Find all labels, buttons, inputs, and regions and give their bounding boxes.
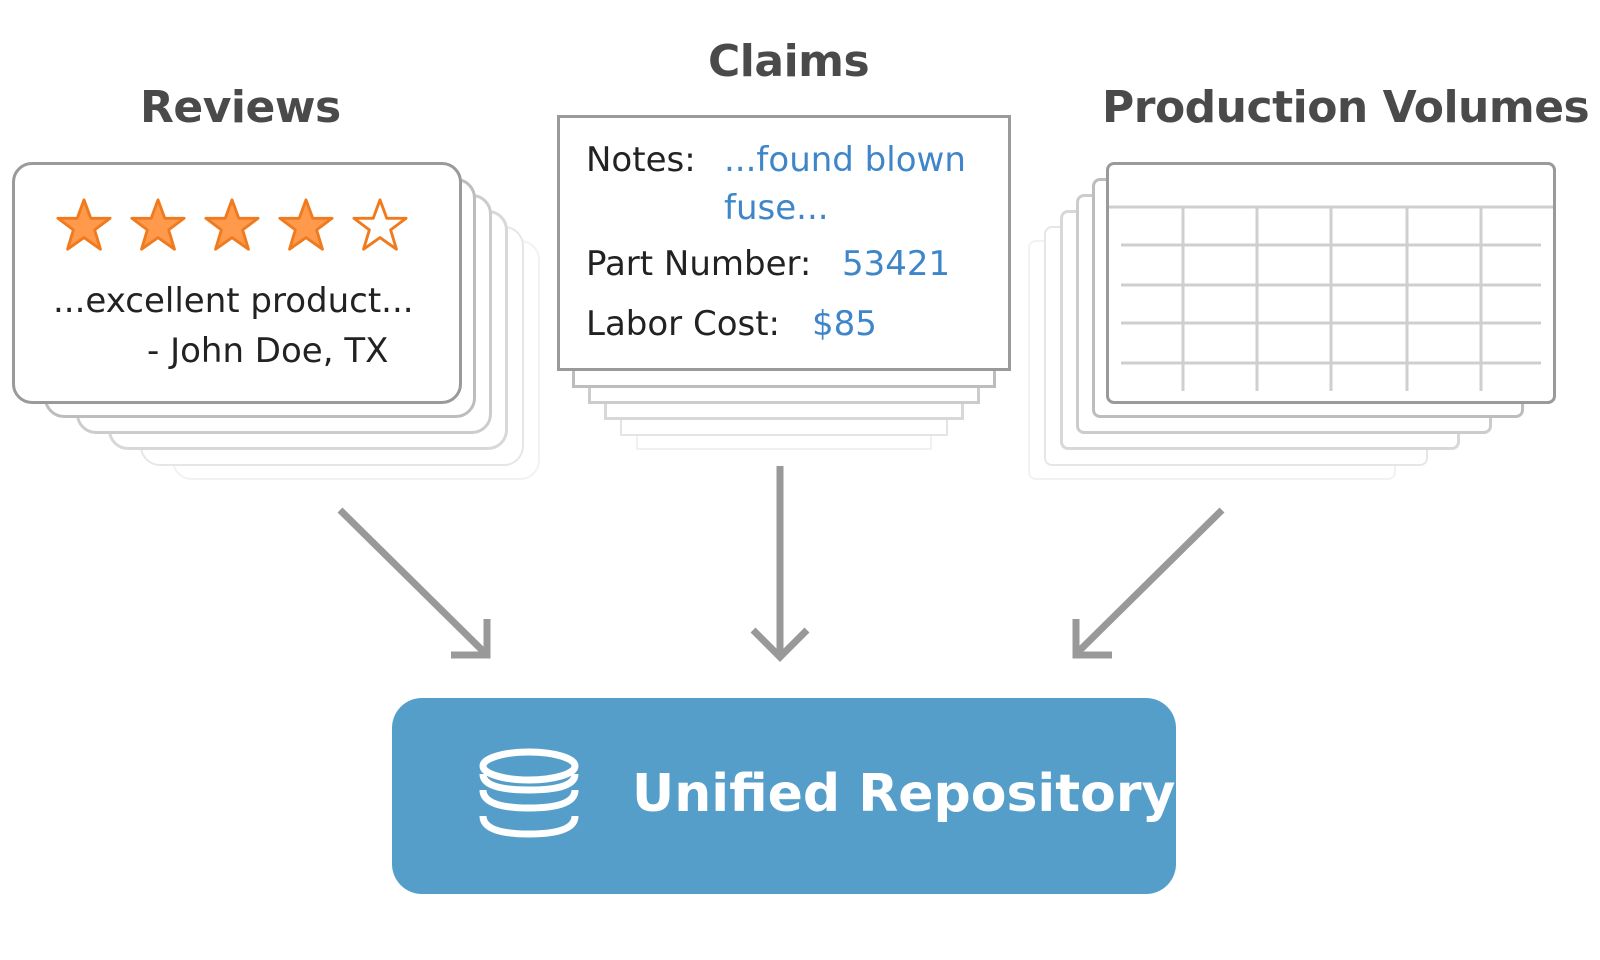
repository-label: Unified Repository <box>632 764 1176 824</box>
claim-card: Notes: ...found blown fuse... Part Numbe… <box>557 115 1011 371</box>
labor-cost-value: $85 <box>812 304 877 344</box>
unified-repository-box: Unified Repository <box>392 698 1176 894</box>
reviews-title: Reviews <box>140 82 341 133</box>
review-card: ...excellent product... - John Doe, TX <box>12 162 462 404</box>
production-title: Production Volumes <box>1102 82 1590 133</box>
review-quote: ...excellent product... <box>53 281 414 321</box>
star-rating <box>55 197 409 255</box>
review-author: - John Doe, TX <box>147 331 389 371</box>
arrow-production-to-repository <box>1072 507 1225 659</box>
notes-label: Notes: <box>586 140 696 180</box>
arrow-claims-to-repository <box>750 466 810 662</box>
star-empty-icon <box>352 198 408 251</box>
part-number-value: 53421 <box>842 244 951 284</box>
star-filled-icon <box>56 198 112 251</box>
star-filled-icon <box>204 198 260 251</box>
part-number-label: Part Number: <box>586 244 812 284</box>
arrow-reviews-to-repository <box>337 507 491 659</box>
star-filled-icon <box>130 198 186 251</box>
database-icon <box>479 748 579 838</box>
claims-title: Claims <box>708 36 870 87</box>
notes-value-continued: fuse... <box>724 188 829 228</box>
spreadsheet-grid-icon <box>1109 205 1553 391</box>
star-filled-icon <box>278 198 334 251</box>
spreadsheet-card <box>1106 162 1556 404</box>
labor-cost-label: Labor Cost: <box>586 304 780 344</box>
notes-value: ...found blown <box>724 140 966 180</box>
